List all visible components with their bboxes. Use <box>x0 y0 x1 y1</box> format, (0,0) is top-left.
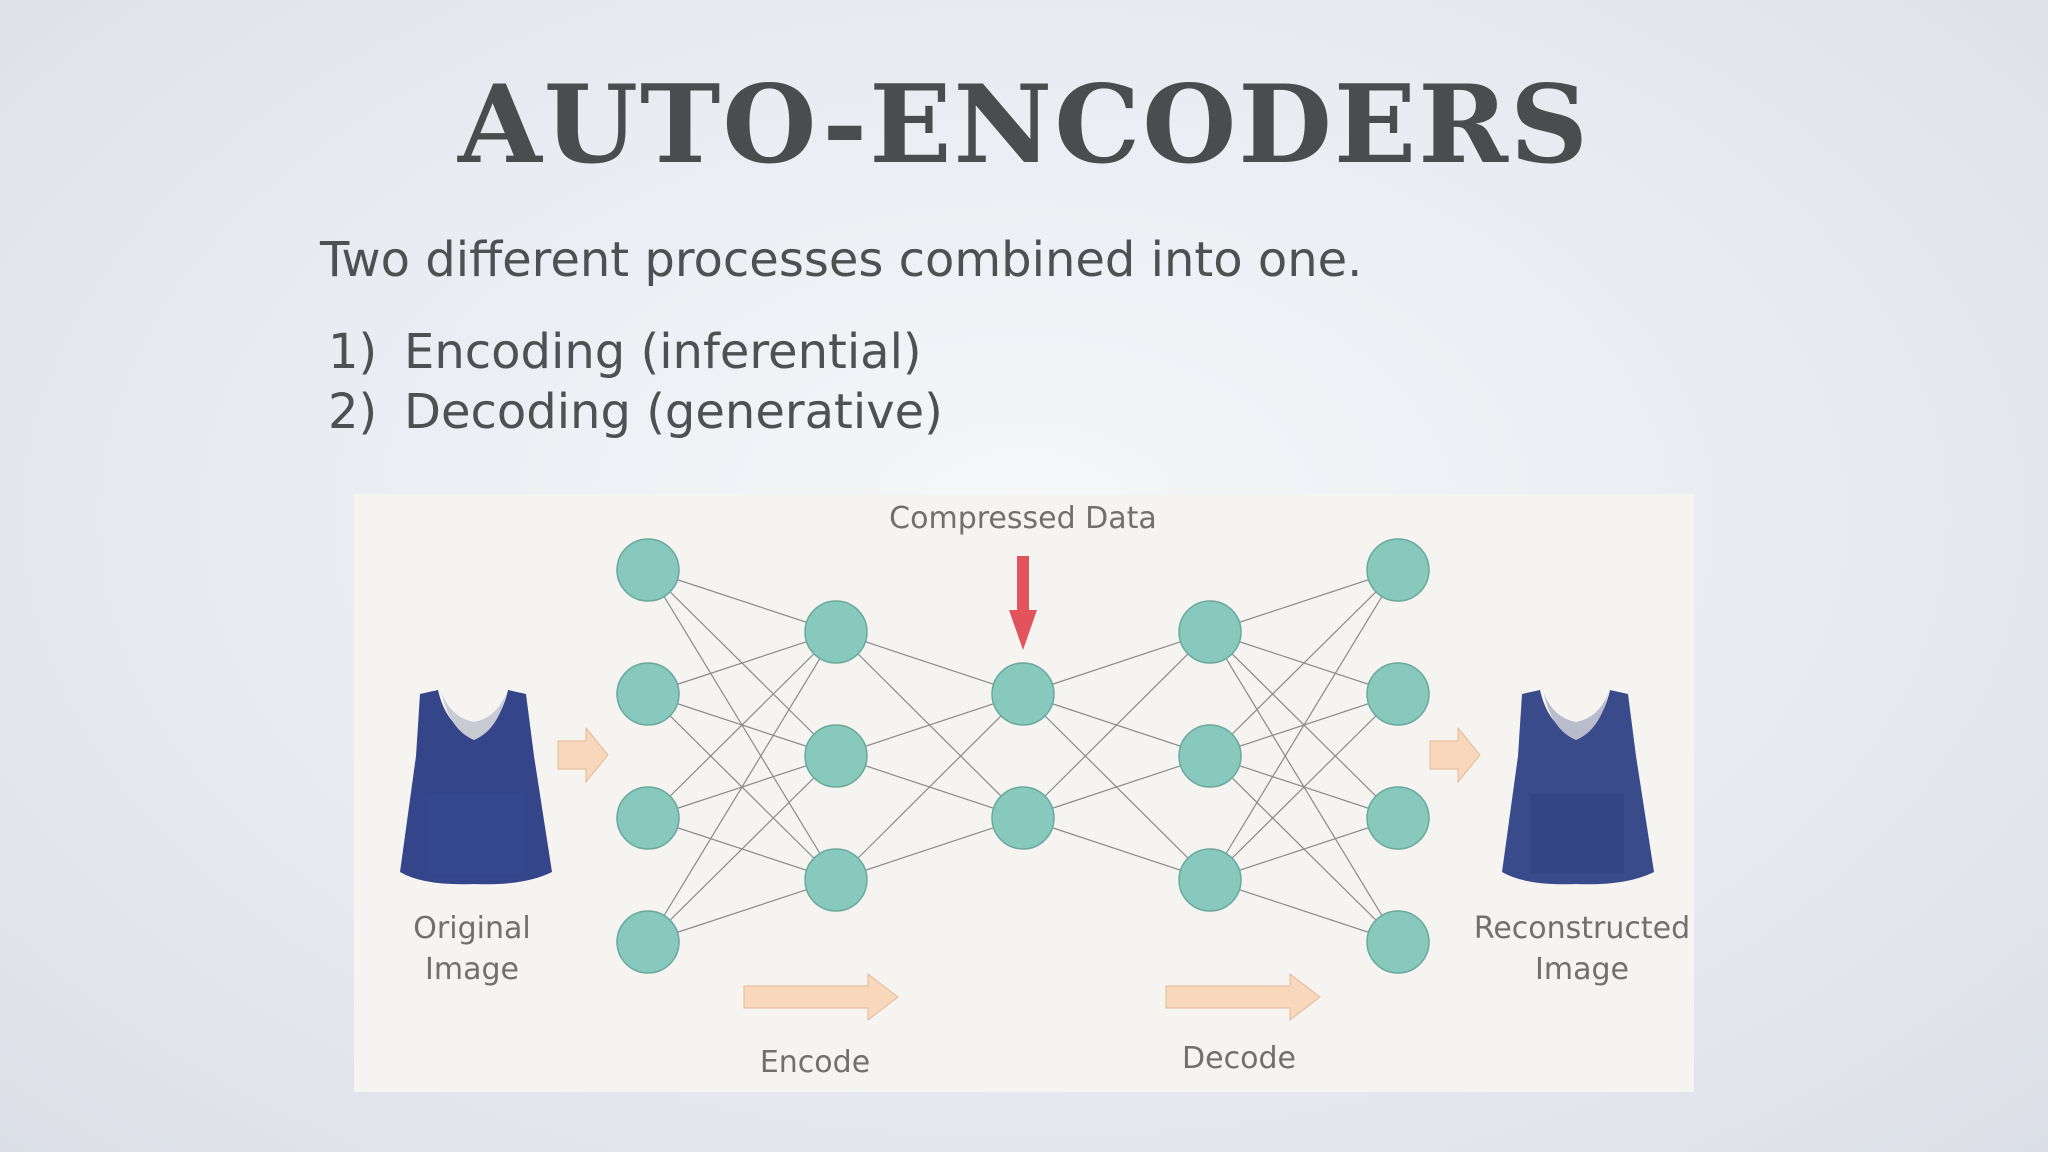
slide-title: AUTO-ENCODERS <box>458 62 1590 188</box>
network-node <box>1178 600 1242 664</box>
autoencoder-diagram: Compressed Data Original Image Reconstru… <box>354 494 1694 1092</box>
network-node <box>1178 724 1242 788</box>
network-node <box>1366 910 1430 974</box>
process-list: 1) Encoding (inferential) 2) Decoding (gen… <box>328 322 943 442</box>
encode-arrow-icon <box>743 972 899 1022</box>
reconstructed-image-label-line2: Image <box>1535 952 1629 987</box>
network-node <box>804 848 868 912</box>
network-node <box>991 662 1055 726</box>
network-edge <box>835 693 1024 881</box>
network-edge <box>647 569 837 633</box>
output-arrow-icon <box>1429 726 1481 784</box>
network-nodes <box>616 538 1430 974</box>
slide-subtitle: Two different processes combined into on… <box>320 232 1363 288</box>
network-edge <box>1209 569 1399 633</box>
network-node <box>616 910 680 974</box>
input-arrow-icon <box>557 726 609 784</box>
decode-arrow-icon <box>1165 972 1321 1022</box>
network-node <box>1178 848 1242 912</box>
network-edge <box>835 817 1024 881</box>
network-edge <box>835 693 1024 757</box>
network-edge <box>1022 817 1211 881</box>
original-image-label: Original <box>413 911 530 946</box>
network-node <box>1366 786 1430 850</box>
network-edges <box>647 569 1399 943</box>
network-node <box>804 724 868 788</box>
network-edge <box>647 879 837 943</box>
network-edge <box>1209 569 1399 881</box>
network-edge <box>1022 755 1211 819</box>
list-text: Decoding (generative) <box>404 384 943 440</box>
network-node <box>1366 538 1430 602</box>
network-edge <box>1209 569 1399 757</box>
network-node <box>616 538 680 602</box>
network-node <box>616 786 680 850</box>
list-item: 1) Encoding (inferential) <box>328 322 943 382</box>
decode-label: Decode <box>1182 1041 1296 1076</box>
network-node <box>991 786 1055 850</box>
list-text: Encoding (inferential) <box>404 324 922 380</box>
network-edge <box>1209 817 1399 881</box>
network-edge <box>647 631 837 943</box>
network-edge <box>1209 879 1399 943</box>
network-node <box>1366 662 1430 726</box>
reconstructed-shirt-image <box>1502 690 1654 885</box>
diagram-canvas: Compressed Data Original Image Reconstru… <box>400 501 1690 1080</box>
network-edge <box>647 631 837 695</box>
network-edge <box>1209 693 1399 881</box>
network-edge <box>1022 631 1211 819</box>
encode-label: Encode <box>760 1045 870 1080</box>
original-shirt-image <box>400 690 552 885</box>
list-number: 2) <box>328 384 378 440</box>
reconstructed-image-label: Reconstructed <box>1474 911 1690 946</box>
network-node <box>616 662 680 726</box>
network-edge <box>647 631 837 819</box>
compressed-arrow-icon <box>1009 556 1037 650</box>
list-number: 1) <box>328 324 378 380</box>
network-node <box>804 600 868 664</box>
list-item: 2) Decoding (generative) <box>328 382 943 442</box>
network-edge <box>1022 631 1211 695</box>
original-image-label-line2: Image <box>425 952 519 987</box>
network-edge <box>647 755 837 943</box>
compressed-data-label: Compressed Data <box>889 501 1157 536</box>
network-edge <box>835 631 1024 695</box>
